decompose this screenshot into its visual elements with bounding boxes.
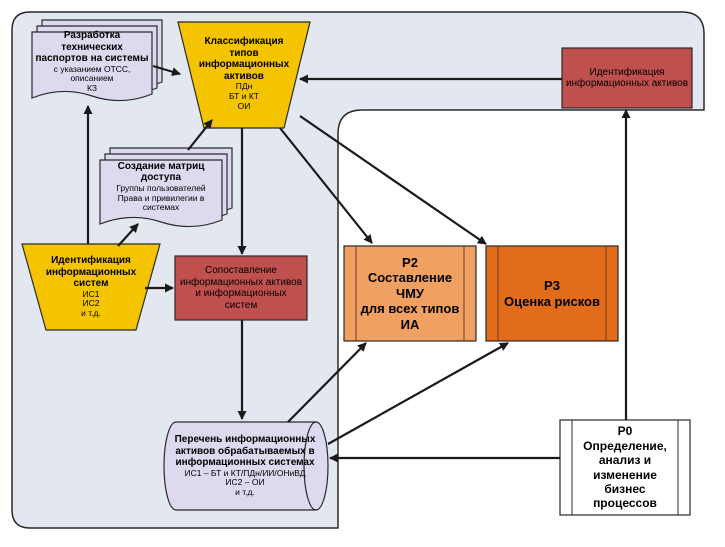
tech-passports-text: Разработка технических паспортов на сист… — [35, 30, 149, 94]
arrow-idsys-to-matrix — [117, 223, 139, 247]
classification-text: Классификация типов информационных актив… — [198, 36, 290, 111]
p3-shape — [485, 245, 619, 342]
access-matrix-shape — [99, 147, 233, 228]
p3-text: P3 Оценка рисков — [504, 277, 600, 309]
arrow-classification-to-p2 — [279, 127, 373, 244]
identification-assets-text: Идентификация информационных активов — [565, 66, 689, 90]
p2-text: P2 Составление ЧМУ для всех типов ИА — [360, 254, 460, 332]
access-matrix-text: Создание матриц доступа Группы пользоват… — [116, 160, 206, 213]
p0-shape — [559, 419, 691, 516]
p2-shape — [343, 245, 477, 342]
background-panel — [11, 11, 705, 529]
arrow-passports-to-classification — [152, 64, 181, 77]
p0-text: P0 Определение, анализ и изменение бизне… — [583, 424, 667, 511]
identification-systems-text: Идентификация информационных систем ИС1 … — [45, 255, 137, 319]
asset-list-shape — [163, 421, 329, 511]
asset-list-text: Перечень информационных активов обрабаты… — [174, 434, 316, 498]
matching-text: Сопоставление информационных активов и и… — [179, 265, 303, 311]
classification-shape — [177, 21, 311, 129]
arrow-list-to-p3 — [327, 342, 509, 445]
matching-shape — [174, 255, 308, 321]
identification-systems-shape — [21, 243, 161, 331]
tech-passports-shape — [31, 19, 163, 102]
arrow-list-to-p2 — [287, 342, 367, 423]
arrow-classification-to-p3 — [299, 115, 487, 245]
arrow-matrix-to-classification — [187, 119, 213, 151]
